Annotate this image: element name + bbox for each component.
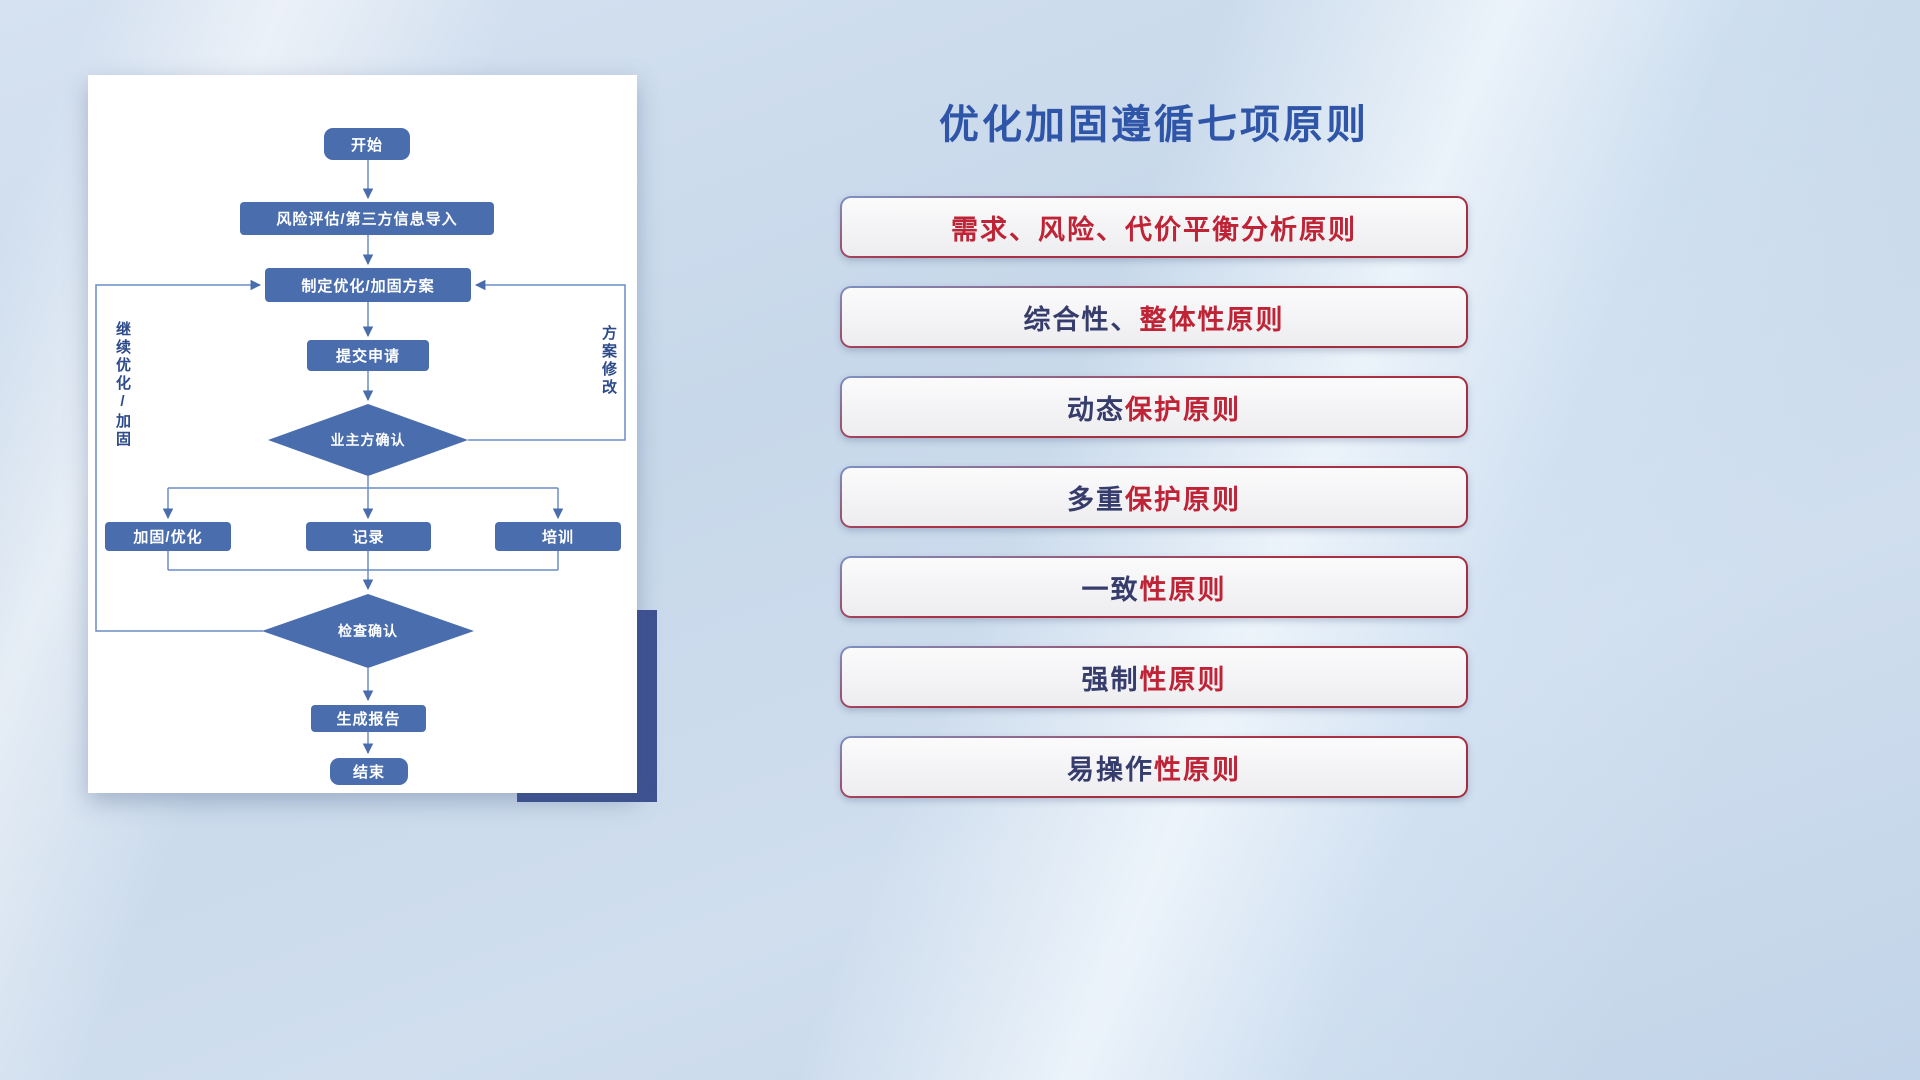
principle-text-blue: 动态: [1067, 394, 1125, 425]
flow-node-end: 结束: [330, 758, 408, 785]
flow-node-report: 生成报告: [311, 705, 426, 732]
principle-text-red: 保护原则: [1125, 394, 1241, 425]
principle-text-blue: 综合性、: [1023, 304, 1140, 335]
principle-text-red: 需求、风险、代价平衡分析原则: [951, 214, 1357, 245]
panel-title: 优化加固遵循七项原则: [939, 103, 1369, 147]
flow-node-training: 培训: [495, 522, 621, 551]
principle-item-1: 需求、风险、代价平衡分析原则: [840, 196, 1468, 258]
principle-text: 多重保护原则: [842, 468, 1466, 526]
principle-text: 动态保护原则: [842, 378, 1466, 436]
principle-item-6: 强制性原则: [840, 646, 1468, 708]
principle-text: 综合性、整体性原则: [842, 288, 1466, 346]
flow-node-risk-import: 风险评估/第三方信息导入: [240, 202, 494, 235]
principle-text-red: 性原则: [1154, 754, 1241, 785]
principle-text-red: 保护原则: [1125, 484, 1241, 515]
principle-text-blue: 强制: [1081, 664, 1140, 695]
side-label-continue-optimize: 继续优化/加固: [114, 321, 131, 449]
principle-text-red: 性原则: [1139, 574, 1227, 605]
principle-text: 易操作性原则: [842, 738, 1466, 796]
flow-node-harden: 加固/优化: [105, 522, 231, 551]
principle-text-red: 整体性原则: [1139, 304, 1285, 335]
flow-node-record: 记录: [306, 522, 431, 551]
principle-text: 一致性原则: [842, 558, 1466, 616]
principle-item-5: 一致性原则: [840, 556, 1468, 618]
side-label-plan-modify: 方案修改: [600, 325, 617, 397]
principle-item-3: 动态保护原则: [840, 376, 1468, 438]
principles-list: 需求、风险、代价平衡分析原则 综合性、整体性原则 动态保护原则 多重保护原则: [840, 196, 1468, 798]
principle-text: 强制性原则: [842, 648, 1466, 706]
principle-text-blue: 易操作: [1067, 754, 1154, 785]
flowchart-card: 开始 风险评估/第三方信息导入 制定优化/加固方案 提交申请 业主方确认 加固/…: [88, 75, 637, 793]
flowchart-connectors: [95, 160, 626, 755]
flow-node-submit: 提交申请: [307, 340, 429, 371]
flow-node-plan: 制定优化/加固方案: [265, 268, 471, 302]
principle-text-blue: 多重: [1067, 484, 1125, 515]
principles-panel: 优化加固遵循七项原则 需求、风险、代价平衡分析原则 综合性、整体性原则 动态保护…: [840, 0, 1468, 1080]
principle-text: 需求、风险、代价平衡分析原则: [842, 198, 1466, 256]
principle-item-7: 易操作性原则: [840, 736, 1468, 798]
principle-text-red: 性原则: [1139, 664, 1227, 695]
principle-item-4: 多重保护原则: [840, 466, 1468, 528]
principle-text-blue: 一致: [1081, 574, 1140, 605]
principle-item-2: 综合性、整体性原则: [840, 286, 1468, 348]
flow-node-start: 开始: [324, 128, 410, 160]
